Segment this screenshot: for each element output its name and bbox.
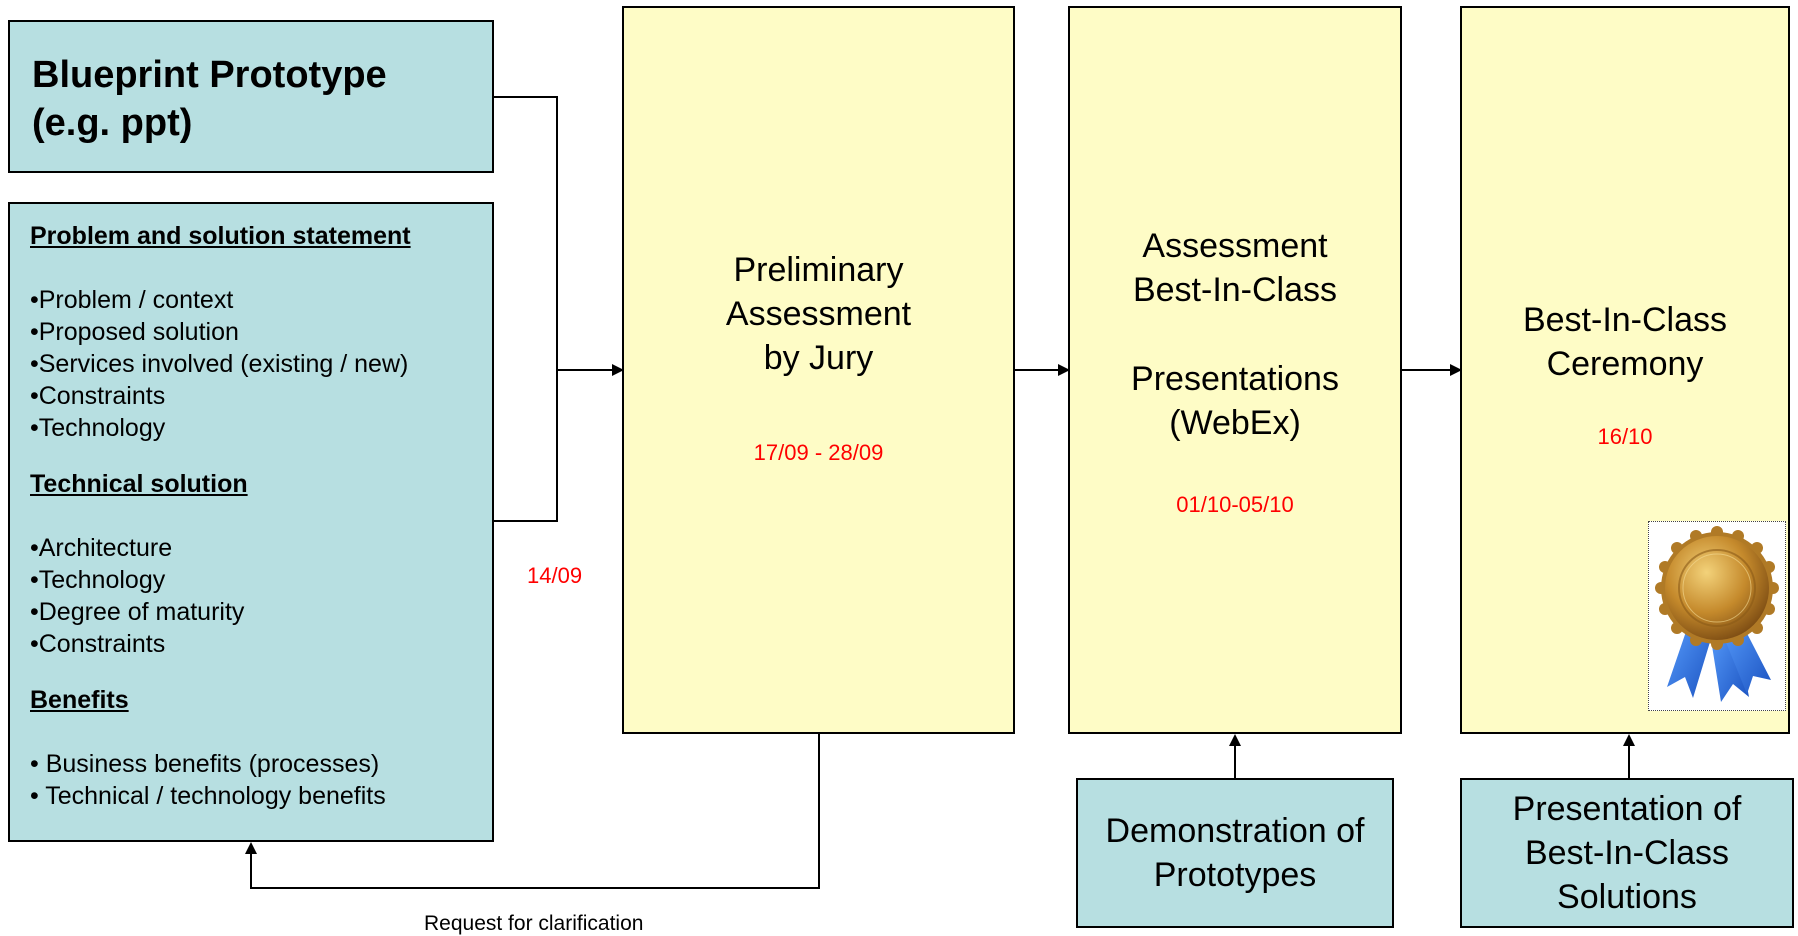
blueprint-title: Blueprint Prototype (e.g. ppt) bbox=[32, 54, 387, 144]
assessment-stage-box: Assessment Best-In-Class Presentations (… bbox=[1068, 6, 1402, 734]
list-item: • Technical / technology benefits bbox=[30, 782, 386, 810]
demonstration-label: Demonstration of Prototypes bbox=[1105, 811, 1365, 894]
presentation-box: Presentation of Best-In-Class Solutions bbox=[1460, 778, 1794, 928]
list-item: •Degree of maturity bbox=[30, 598, 245, 626]
feedback-arrow bbox=[245, 734, 820, 889]
ceremony-title: Best-In-Class Ceremony bbox=[1522, 301, 1728, 384]
document-connector bbox=[493, 370, 558, 522]
section-list: • Business benefits (processes) • Technic… bbox=[30, 748, 492, 812]
feedback-label: Request for clarification bbox=[424, 912, 644, 935]
section-heading: Benefits bbox=[30, 686, 129, 714]
list-item: •Problem / context bbox=[30, 286, 234, 314]
section-list: •Problem / context •Proposed solution •Ser… bbox=[30, 284, 492, 444]
blueprint-connector bbox=[493, 96, 558, 370]
list-item: •Architecture bbox=[30, 534, 173, 562]
preliminary-stage-box: Preliminary Assessment by Jury 17/09 - 2… bbox=[622, 6, 1015, 734]
list-item: •Proposed solution bbox=[30, 318, 239, 346]
submission-date: 14/09 bbox=[527, 563, 583, 588]
blueprint-box: Blueprint Prototype (e.g. ppt) bbox=[8, 20, 494, 173]
preliminary-title: Preliminary Assessment by Jury bbox=[725, 251, 912, 378]
assessment-title: Assessment Best-In-Class Presentations (… bbox=[1131, 227, 1339, 442]
section-list: •Architecture •Technology •Degree of matur… bbox=[30, 532, 492, 660]
ceremony-date: 16/10 bbox=[1597, 424, 1653, 449]
section-heading: Technical solution bbox=[30, 470, 248, 498]
list-item: •Technology bbox=[30, 566, 166, 594]
assessment-date: 01/10-05/10 bbox=[1176, 492, 1294, 517]
ceremony-stage-box: Best-In-Class Ceremony 16/10 bbox=[1460, 6, 1790, 734]
list-item: •Constraints bbox=[30, 630, 166, 658]
list-item: •Technology bbox=[30, 414, 166, 442]
list-item: • Business benefits (processes) bbox=[30, 750, 380, 778]
document-box: Problem and solution statement •Problem /… bbox=[8, 202, 494, 842]
list-item: •Constraints bbox=[30, 382, 166, 410]
section-heading: Problem and solution statement bbox=[30, 222, 411, 250]
preliminary-date: 17/09 - 28/09 bbox=[753, 440, 884, 465]
presentation-label: Presentation of Best-In-Class Solutions bbox=[1512, 789, 1742, 917]
document-sections: Problem and solution statement •Problem /… bbox=[30, 220, 492, 812]
demonstration-box: Demonstration of Prototypes bbox=[1076, 778, 1394, 928]
award-seal-icon bbox=[1648, 521, 1786, 711]
list-item: •Services involved (existing / new) bbox=[30, 350, 409, 378]
